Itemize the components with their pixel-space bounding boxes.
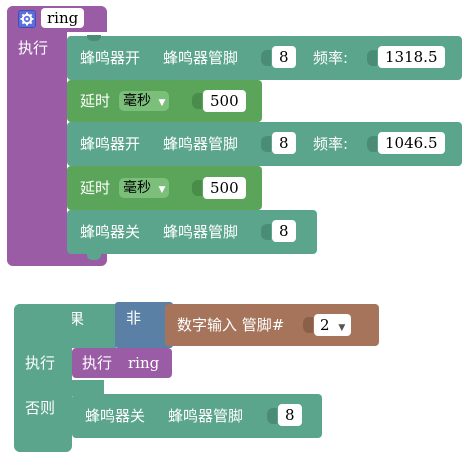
call-procedure-name: ring	[128, 354, 160, 372]
digital-pin-value: 2	[320, 316, 330, 334]
delay-unit-value: 毫秒	[123, 180, 151, 196]
frequency-label: 频率:	[313, 135, 349, 153]
digital-read-block[interactable]: 数字输入 管脚# 2 ▼	[165, 304, 379, 346]
delay-unit-value: 毫秒	[123, 93, 151, 109]
delay-unit-dropdown[interactable]: 毫秒 ▼	[119, 178, 170, 198]
delay-label: 延时	[80, 92, 111, 110]
frequency-field[interactable]: 1046.5	[378, 132, 445, 154]
procedure-name-field[interactable]: ring	[41, 8, 85, 28]
triangle-down-icon: ▼	[158, 185, 166, 195]
input-nub	[367, 136, 377, 152]
digital-pin-dropdown[interactable]: 2 ▼	[314, 314, 352, 336]
delay-value-field[interactable]: 500	[203, 177, 246, 199]
pin-field[interactable]: 8	[272, 46, 296, 68]
buzzer-on-label: 蜂鸣器开	[80, 135, 141, 153]
frequency-field[interactable]: 1318.5	[378, 46, 445, 68]
input-nub	[261, 224, 271, 240]
buzzer-on-label: 蜂鸣器开	[80, 49, 141, 67]
digital-read-label: 数字输入 管脚#	[177, 316, 285, 334]
else-label: 否则	[25, 399, 56, 417]
triangle-down-icon: ▼	[338, 323, 346, 333]
call-label: 执行	[82, 354, 113, 372]
buzzer-on-block-1[interactable]: 蜂鸣器开 蜂鸣器管脚 8 频率: 1318.5	[67, 35, 462, 80]
procedure-block-ring[interactable]: ring 执行	[0, 0, 120, 270]
input-nub	[192, 93, 202, 109]
input-nub	[267, 408, 277, 424]
buzzer-on-block-2[interactable]: 蜂鸣器开 蜂鸣器管脚 8 频率: 1046.5	[67, 122, 462, 166]
buzzer-pin-label: 蜂鸣器管脚	[163, 49, 239, 67]
call-procedure-block[interactable]: 执行 ring	[72, 348, 172, 378]
buzzer-off-block-2[interactable]: 蜂鸣器关 蜂鸣器管脚 8	[72, 394, 322, 438]
if-mid-bar	[14, 380, 104, 396]
buzzer-pin-label: 蜂鸣器管脚	[163, 223, 239, 241]
input-nub	[367, 50, 377, 66]
input-nub	[192, 180, 202, 196]
not-label: 非	[126, 309, 142, 327]
gear-icon[interactable]	[18, 10, 36, 28]
block-notch	[87, 254, 101, 260]
delay-label: 延时	[80, 179, 111, 197]
pin-field[interactable]: 8	[272, 132, 296, 154]
input-nub	[261, 136, 271, 152]
frequency-label: 频率:	[313, 49, 349, 67]
input-nub	[261, 50, 271, 66]
delay-value-field[interactable]: 500	[203, 90, 246, 112]
pin-field[interactable]: 8	[272, 220, 296, 242]
delay-block-1[interactable]: 延时 毫秒 ▼ 500	[67, 80, 262, 122]
if-spine	[14, 304, 72, 452]
procedure-do-label: 执行	[18, 39, 49, 57]
buzzer-off-label: 蜂鸣器关	[85, 407, 146, 425]
pin-field[interactable]: 8	[278, 404, 302, 426]
triangle-down-icon: ▼	[158, 98, 166, 108]
not-block[interactable]: 非	[115, 302, 173, 348]
procedure-foot	[7, 250, 107, 266]
block-notch	[87, 35, 101, 41]
delay-block-2[interactable]: 延时 毫秒 ▼ 500	[67, 166, 262, 210]
input-nub	[303, 317, 313, 333]
buzzer-off-block-1[interactable]: 蜂鸣器关 蜂鸣器管脚 8	[67, 210, 317, 260]
procedure-spine	[7, 6, 67, 264]
delay-unit-dropdown[interactable]: 毫秒 ▼	[119, 91, 170, 111]
buzzer-off-label: 蜂鸣器关	[80, 223, 141, 241]
if-do-label: 执行	[25, 354, 56, 372]
buzzer-pin-label: 蜂鸣器管脚	[168, 407, 244, 425]
buzzer-pin-label: 蜂鸣器管脚	[163, 135, 239, 153]
